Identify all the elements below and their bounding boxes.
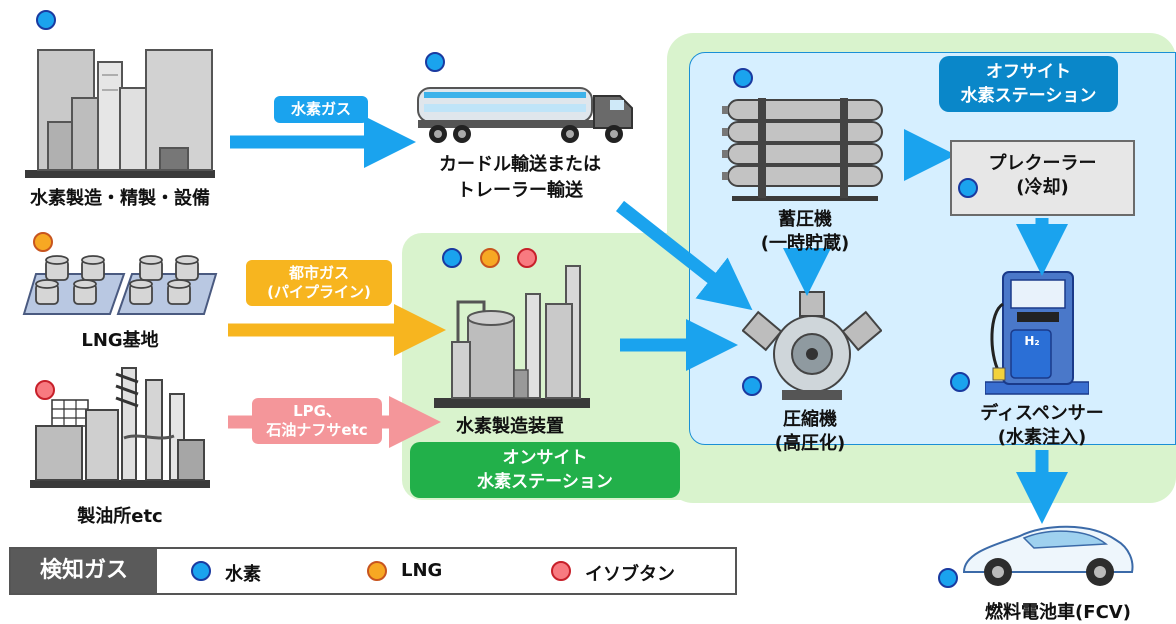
city-gas-tag-line1: 都市ガス: [288, 264, 349, 282]
hydrogen-gas-tag: 水素ガス: [274, 96, 368, 123]
accumulator-illustration: [722, 98, 883, 201]
precooler-h2-dot: [958, 178, 978, 198]
onsite-title-line2: 水素ステーション: [477, 472, 613, 492]
legend-title: 検知ガス: [11, 549, 157, 593]
offsite-title-line2: 水素ステーション: [960, 86, 1097, 106]
accumulator-label: 蓄圧機 (一時貯蔵): [730, 208, 880, 256]
dispenser-h2-dot: [950, 372, 970, 392]
detected-gas-legend: 検知ガス 水素 LNG イソブタン: [9, 547, 737, 595]
precooler-sublabel: (冷却): [1016, 177, 1069, 198]
legend-lng-dot: [367, 561, 387, 581]
truck-h2-dot: [425, 52, 445, 72]
fcv-label: 燃料電池車(FCV): [985, 602, 1131, 623]
compressor-h2-dot: [742, 376, 762, 396]
precooler-label: プレクーラー: [988, 153, 1097, 174]
fcv-car-illustration: [962, 525, 1134, 586]
legend-hydrogen-dot: [191, 561, 211, 581]
accumulator-h2-dot: [733, 68, 753, 88]
dispenser-h2-badge: H₂: [1024, 334, 1040, 348]
hydrogen-plant-illustration: [25, 49, 215, 178]
compressor-label: 圧縮機 (高圧化): [740, 408, 880, 456]
accumulator-label-line1: 蓄圧機: [778, 209, 832, 230]
onsite-h2-dot: [442, 248, 462, 268]
hydrogen-production-unit-illustration: [434, 265, 590, 408]
production-unit-label: 水素製造装置: [456, 416, 564, 437]
lng-base-lng-dot: [33, 232, 53, 252]
lpg-tag-line1: LPG、: [293, 402, 341, 420]
fcv-h2-dot: [938, 568, 958, 588]
legend-lng-label: LNG: [401, 560, 443, 581]
refinery-lpg-dot: [35, 380, 55, 400]
legend-hydrogen-label: 水素: [225, 564, 261, 585]
onsite-station-title: オンサイト 水素ステーション: [410, 442, 680, 498]
refinery-label: 製油所etc: [77, 506, 163, 527]
offsite-title-line1: オフサイト: [986, 62, 1071, 82]
dispenser-illustration: [985, 271, 1089, 395]
onsite-title-line1: オンサイト: [502, 448, 588, 468]
precooler-box: プレクーラー (冷却): [950, 140, 1135, 216]
city-gas-tag-line2: (パイプライン): [267, 283, 371, 301]
lng-base-label: LNG基地: [81, 330, 159, 351]
truck-label: カードル輸送または トレーラー輸送: [400, 152, 640, 204]
legend-isobutane-label: イソブタン: [585, 564, 675, 585]
city-gas-tag: 都市ガス (パイプライン): [246, 260, 392, 306]
compressor-illustration: [742, 291, 882, 400]
hydrogen-plant-label: 水素製造・精製・設備: [30, 188, 210, 209]
lng-base-illustration: [22, 255, 218, 315]
truck-label-line1: カードル輸送または: [439, 154, 601, 175]
offsite-station-title: オフサイト 水素ステーション: [939, 56, 1118, 112]
compressor-label-line2: (高圧化): [774, 433, 846, 454]
dispenser-label-line1: ディスペンサー: [980, 403, 1104, 424]
compressor-label-line1: 圧縮機: [783, 409, 837, 430]
dispenser-label-line2: (水素注入): [997, 427, 1087, 448]
dispenser-label: ディスペンサー (水素注入): [962, 402, 1122, 450]
lpg-tag: LPG、 石油ナフサetc: [252, 398, 382, 444]
lpg-tag-line2: 石油ナフサetc: [266, 421, 368, 439]
trailer-truck-illustration: [417, 87, 633, 143]
accumulator-label-line2: (一時貯蔵): [760, 233, 850, 254]
onsite-lpg-dot: [517, 248, 537, 268]
onsite-lng-dot: [480, 248, 500, 268]
legend-isobutane-dot: [551, 561, 571, 581]
hydrogen-plant-h2-dot: [36, 10, 56, 30]
truck-label-line2: トレーラー輸送: [457, 180, 583, 201]
refinery-illustration: [30, 367, 210, 488]
